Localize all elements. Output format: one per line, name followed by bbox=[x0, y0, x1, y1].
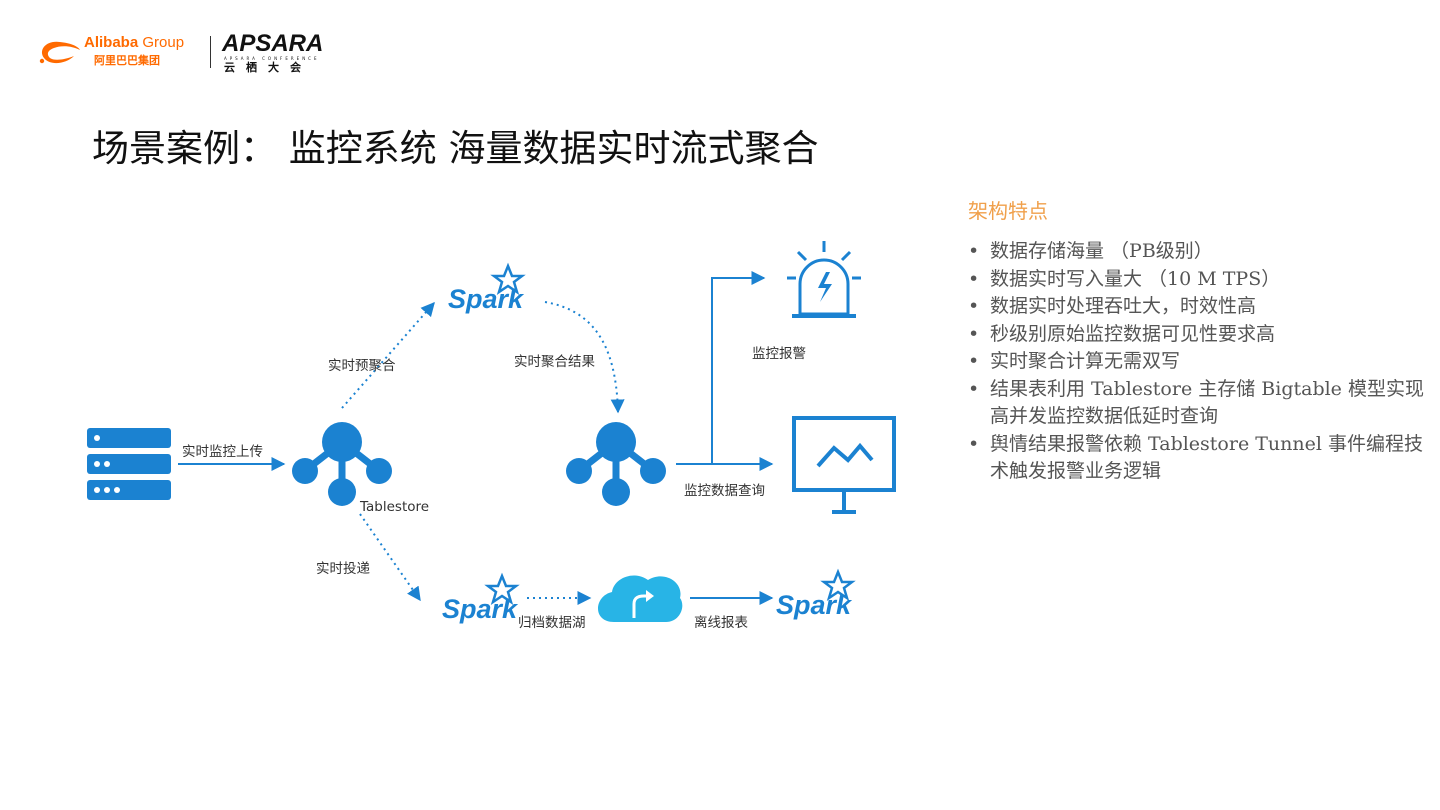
feature-text: 实时聚合计算无需双写 bbox=[990, 350, 1181, 372]
feature-item: • 数据实时处理吞吐大，时效性高 bbox=[968, 293, 1430, 321]
pre-agg-label: 实时预聚合 bbox=[328, 358, 396, 374]
feature-item: • 舆情结果报警依赖 Tablestore Tunnel 事件编程技术触发报警业务… bbox=[968, 431, 1430, 486]
cloud-upload-icon bbox=[598, 575, 683, 622]
bullet-icon: • bbox=[968, 295, 980, 317]
page-title: 场景案例： 监控系统 海量数据实时流式聚合 bbox=[92, 127, 819, 170]
monitor-board-icon bbox=[792, 416, 896, 514]
feature-text: 数据实时处理吞吐大，时效性高 bbox=[990, 295, 1257, 317]
feature-text: 数据存储海量 （PB级别） bbox=[990, 240, 1213, 262]
spark-offline-logo-icon: Spark bbox=[776, 568, 856, 620]
bullet-icon: • bbox=[968, 350, 980, 372]
logo-divider bbox=[210, 36, 211, 68]
query-label: 监控数据查询 bbox=[684, 483, 765, 499]
alibaba-name: Alibaba bbox=[84, 34, 139, 51]
bullet-icon: • bbox=[968, 377, 980, 400]
bullet-icon: • bbox=[968, 267, 980, 290]
alarm-siren-icon bbox=[787, 241, 861, 318]
tablestore-icon bbox=[292, 422, 392, 506]
delivery-arrow bbox=[359, 513, 421, 602]
spark-delivery-logo-icon: Spark bbox=[442, 572, 520, 624]
tablestore-label: Tablestore bbox=[359, 499, 429, 515]
apsara-logo: APSARA bbox=[222, 30, 324, 57]
delivery-label: 实时投递 bbox=[316, 561, 370, 577]
features-heading: 架构特点 bbox=[968, 199, 1048, 223]
alarm-label: 监控报警 bbox=[752, 346, 806, 362]
feature-text: 结果表利用 Tablestore 主存储 Bigtable 模型实现高并发监控数… bbox=[990, 377, 1424, 428]
feature-item: • 数据存储海量 （PB级别） bbox=[968, 238, 1430, 266]
feature-item: • 实时聚合计算无需双写 bbox=[968, 348, 1430, 376]
feature-item: • 数据实时写入量大 （10 M TPS） bbox=[968, 266, 1430, 294]
archive-label: 归档数据湖 bbox=[518, 614, 586, 631]
offline-label: 离线报表 bbox=[694, 614, 748, 631]
feature-text: 秒级别原始监控数据可见性要求高 bbox=[990, 322, 1276, 345]
alibaba-chinese-name: 阿里巴巴集团 bbox=[94, 54, 160, 67]
feature-text: 数据实时写入量大 （10 M TPS） bbox=[990, 267, 1281, 290]
features-list: • 数据存储海量 （PB级别） • 数据实时写入量大 （10 M TPS） • 数据实… bbox=[968, 238, 1430, 486]
svg-text:Spark: Spark bbox=[776, 590, 853, 620]
feature-text: 舆情结果报警依赖 Tablestore Tunnel 事件编程技术触发报警业务逻… bbox=[990, 432, 1423, 483]
apsara-subtitle: APSARA CONFERENCE bbox=[224, 56, 320, 61]
alarm-arrow bbox=[711, 271, 766, 464]
agg-result-label: 实时聚合结果 bbox=[514, 354, 595, 370]
tablestore-result-icon bbox=[566, 422, 666, 506]
alibaba-logo-icon bbox=[39, 41, 80, 64]
logo-bar: Alibaba Group 阿里巴巴集团 APSARA APSARA CONFE… bbox=[36, 30, 336, 74]
feature-item: • 结果表利用 Tablestore 主存储 Bigtable 模型实现高并发监控… bbox=[968, 376, 1430, 431]
features-panel: 架构特点 • 数据存储海量 （PB级别） • 数据实时写入量大 （10 M TPS）… bbox=[968, 195, 1430, 486]
feature-item: • 秒级别原始监控数据可见性要求高 bbox=[968, 321, 1430, 349]
bullet-icon: • bbox=[968, 322, 980, 345]
upload-label: 实时监控上传 bbox=[182, 444, 263, 460]
alibaba-group: Group bbox=[138, 34, 185, 51]
yunqi-logo-text: 云栖大会 bbox=[224, 61, 312, 74]
spark-logo-icon: Spark bbox=[448, 262, 526, 314]
pre-agg-arrow bbox=[341, 301, 435, 409]
bullet-icon: • bbox=[968, 240, 980, 262]
server-icon bbox=[87, 428, 171, 500]
bullet-icon: • bbox=[968, 432, 980, 455]
alibaba-wordmark: Alibaba Group bbox=[84, 34, 184, 51]
